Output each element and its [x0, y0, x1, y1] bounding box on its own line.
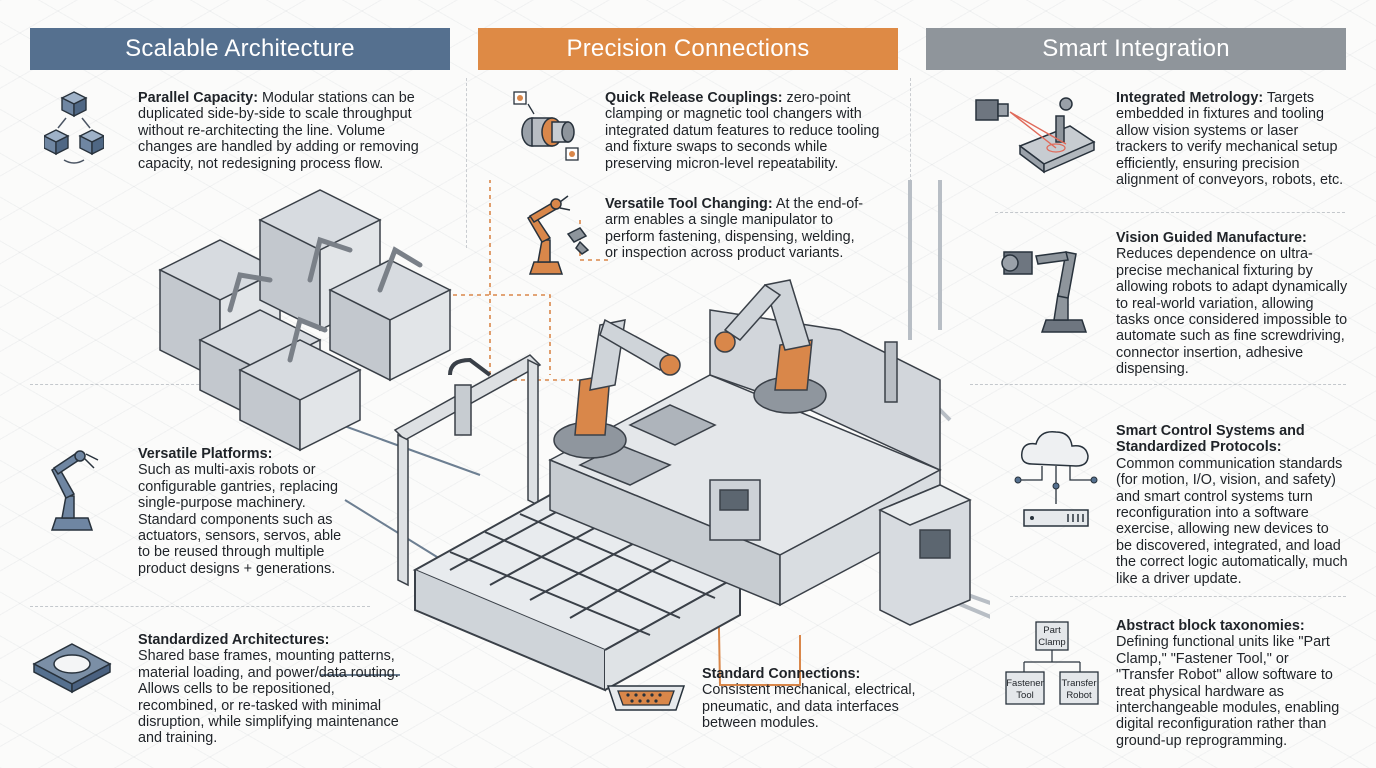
abstract-block-taxonomies-text: Defining functional units like "Part Cla…	[1116, 634, 1340, 749]
standard-connections-block: Standard Connections: Consistent mechani…	[702, 666, 922, 732]
quick-release-couplings-title: Quick Release Couplings:	[605, 90, 783, 106]
metrology-camera-icon	[975, 97, 1096, 174]
section-divider	[30, 384, 330, 385]
standardized-architectures-text: Shared base frames, mounting patterns, m…	[138, 648, 399, 747]
robot-arm-right	[714, 279, 827, 414]
versatile-platforms-title: Versatile Platforms:	[138, 446, 273, 462]
modular-machine-cluster	[158, 189, 452, 452]
section-divider	[30, 606, 370, 607]
scalable-architecture-header: Scalable Architecture	[30, 28, 450, 70]
vision-robot-icon	[1001, 251, 1088, 333]
versatile-tool-changing-text: At the end-of-arm enables a single manip…	[605, 196, 864, 262]
transfer-label: Transfer	[1061, 678, 1096, 689]
quick-release-couplings-block: Quick Release Couplings: zero-point clam…	[605, 90, 895, 172]
orange-connector-arrow	[717, 574, 801, 686]
fastener-tool-block	[1005, 671, 1045, 705]
abstract-block-taxonomies-block: Abstract block taxonomies: Defining func…	[1116, 618, 1348, 749]
smart-control-systems-block: Smart Control Systems and Standardized P…	[1116, 423, 1348, 587]
robot-arm-icon	[50, 450, 99, 531]
base-frame	[412, 493, 743, 692]
vision-guided-manufacture-block: Vision Guided Manufacture: Reduces depen…	[1116, 230, 1348, 378]
column-divider	[910, 78, 911, 268]
smart-control-systems-text: Common communication standards (for moti…	[1116, 455, 1348, 587]
block-taxonomy-diagram: Part Clamp Fastener Tool Transfer Robot	[1005, 621, 1099, 705]
versatile-tool-changing-block: Versatile Tool Changing: At the end-of-a…	[605, 196, 865, 262]
integrated-metrology-block: Integrated Metrology: Targets embedded i…	[1116, 90, 1348, 188]
tool-changer-robot-icon	[526, 195, 590, 275]
vision-guided-manufacture-title: Vision Guided Manufacture:	[1116, 230, 1307, 246]
mounting-plate-icon	[32, 643, 112, 694]
fastener-label: Fastener	[1006, 678, 1044, 689]
tool-label: Tool	[1016, 690, 1033, 701]
column-divider	[466, 78, 467, 248]
cloud-network-icon	[1014, 431, 1098, 527]
tool-coupling-icon	[513, 91, 579, 161]
smart-control-systems-title: Smart Control Systems and Standardized P…	[1116, 423, 1305, 456]
part-clamp-block	[1035, 621, 1069, 651]
gray-arrow	[908, 180, 912, 340]
robot-label: Robot	[1066, 690, 1092, 701]
section-divider	[1010, 596, 1346, 597]
parallel-capacity-block: Parallel Capacity: Modular stations can …	[138, 90, 438, 172]
vision-guided-manufacture-text: Reduces dependence on ultra-precise mech…	[1116, 246, 1348, 378]
transfer-robot-block	[1059, 671, 1099, 705]
smart-integration-header: Smart Integration	[926, 28, 1346, 70]
versatile-platforms-text: Such as multi-axis robots or configurabl…	[138, 462, 342, 577]
abstract-block-taxonomies-title: Abstract block taxonomies:	[1116, 618, 1305, 634]
quick-release-couplings-text: zero-point clamping or magnetic tool cha…	[605, 90, 880, 172]
clamp-label: Clamp	[1038, 637, 1065, 648]
parallel-capacity-title: Parallel Capacity:	[138, 90, 258, 106]
precision-connections-header: Precision Connections	[478, 28, 898, 70]
standard-connections-text: Consistent mechanical, electrical, pneum…	[702, 682, 916, 732]
robot-arm-left	[553, 318, 681, 459]
gantry-frame	[393, 354, 542, 587]
section-divider	[970, 384, 1346, 385]
integrated-metrology-text: Targets embedded in fixtures and tooling…	[1116, 90, 1344, 189]
control-cabinet	[878, 484, 972, 626]
parallel-capacity-text: Modular stations can be duplicated side-…	[138, 90, 419, 172]
section-divider	[995, 212, 1345, 213]
versatile-platforms-block: Versatile Platforms: Such as multi-axis …	[138, 446, 348, 577]
versatile-tool-changing-title: Versatile Tool Changing:	[605, 196, 773, 212]
standard-connections-title: Standard Connections:	[702, 666, 861, 682]
standardized-architectures-block: Standardized Architectures: Shared base …	[138, 632, 408, 747]
cubes-cycle-icon	[44, 91, 104, 164]
part-label: Part	[1043, 625, 1061, 636]
standardized-architectures-title: Standardized Architectures:	[138, 632, 330, 648]
modular-production-line-illustration	[158, 180, 990, 692]
integrated-metrology-title: Integrated Metrology:	[1116, 90, 1264, 106]
db-connector-icon	[606, 685, 686, 711]
